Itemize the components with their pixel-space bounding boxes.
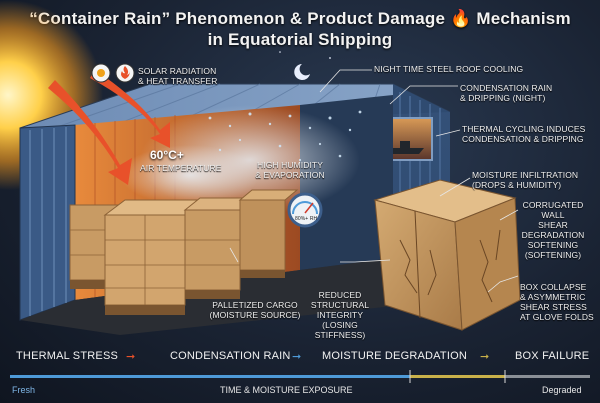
title-line-1: “Container Rain” Phenomenon & Product Da… bbox=[29, 9, 446, 28]
arrow-right-icon: ➞ bbox=[480, 351, 490, 363]
stage-condensation-rain: Condensation Rain bbox=[170, 350, 291, 362]
title-line-1-end: Mechanism bbox=[476, 9, 571, 28]
timeline-end: Degraded bbox=[542, 385, 582, 395]
condensation-drops bbox=[208, 110, 362, 162]
moisture-infiltration-label: Moisture Infiltration(Drops & Humidity) bbox=[472, 170, 579, 190]
corrugated-wall-label: CorrugatedWall ShearDegradation Softenin… bbox=[521, 200, 585, 260]
temperature-caption: Air Temperature bbox=[140, 163, 222, 173]
heat-arrows bbox=[48, 70, 170, 185]
box-collapse-label: Box Collapse& Asymmetric Shear Stressat … bbox=[520, 282, 594, 322]
thermal-cycling-label: Thermal Cycling InducesCondensation & Dr… bbox=[462, 124, 586, 144]
diagram-title: “Container Rain” Phenomenon & Product Da… bbox=[0, 8, 600, 50]
temperature-value: 60°C+ bbox=[150, 148, 184, 162]
humidity-label: High Humidity& Evaporation bbox=[255, 160, 325, 180]
arrow-right-icon: ➞ bbox=[126, 351, 136, 363]
timeline-axis-label: Time & Moisture Exposure bbox=[220, 385, 353, 395]
timeline-start: Fresh bbox=[12, 385, 36, 395]
solar-label: Solar Radiation& Heat Transfer bbox=[138, 66, 218, 86]
palletized-cargo bbox=[69, 189, 299, 315]
flame-icon: 🔥 bbox=[450, 9, 472, 28]
arrow-right-icon: ➞ bbox=[292, 351, 302, 363]
stage-box-failure: Box Failure bbox=[515, 350, 590, 362]
stage-moisture-degradation: Moisture Degradation bbox=[322, 350, 467, 362]
humidity-gauge bbox=[287, 192, 323, 228]
stage-thermal-stress: Thermal Stress bbox=[16, 350, 119, 362]
damaged-box bbox=[373, 179, 521, 331]
condensation-label: Condensation Rain& Dripping (Night) bbox=[460, 83, 553, 103]
gauge-reading: 80%+ RH bbox=[295, 216, 318, 222]
cargo-label: Palletized Cargo(Moisture Source) bbox=[209, 300, 301, 320]
title-line-2: in Equatorial Shipping bbox=[207, 30, 393, 49]
structural-integrity-label: ReducedStructural Integrity(Losing Stiff… bbox=[310, 290, 370, 340]
roof-cooling-label: Night Time Steel Roof Cooling bbox=[374, 64, 524, 74]
moon-icon bbox=[294, 64, 310, 80]
